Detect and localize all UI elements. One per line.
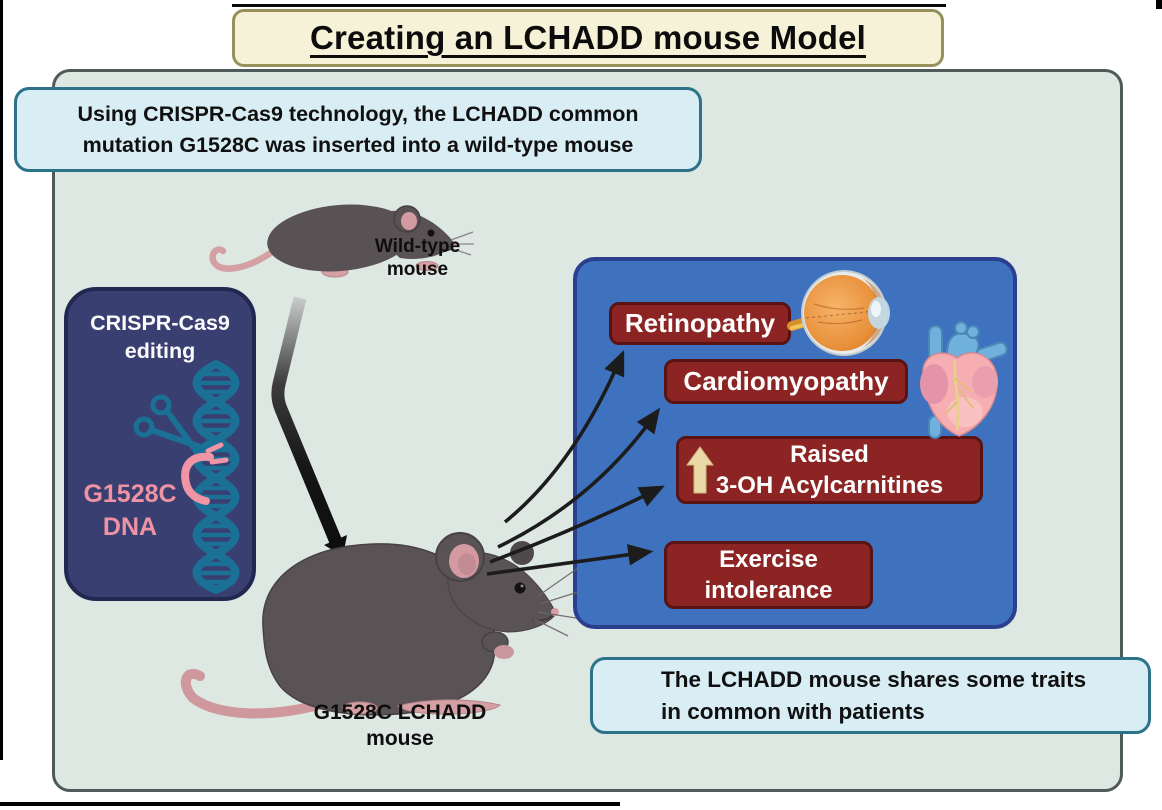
heart-icon <box>920 321 1008 439</box>
scissors-icon <box>133 394 209 462</box>
dna-mutation-label: G1528C DNA <box>83 480 177 541</box>
dna-insert-icon <box>181 442 229 505</box>
trait-box-retinopathy: Retinopathy <box>609 302 791 345</box>
wild-type-mouse-label: Wild-type mouse <box>374 236 461 280</box>
wild-type-mouse-icon <box>209 204 474 278</box>
trait-arrows-icon <box>486 350 665 576</box>
top-note-line1: Using CRISPR-Cas9 technology, the LCHADD… <box>77 101 639 126</box>
crispr-heading: CRISPR-Cas9 editing <box>90 311 230 363</box>
title-banner: Creating an LCHADD mouse Model <box>232 9 944 67</box>
dna-helix-icon <box>133 360 240 594</box>
frame-bottom-edge <box>0 802 620 806</box>
eye-icon <box>787 270 890 356</box>
frame-top-edge <box>232 4 946 7</box>
top-note: Using CRISPR-Cas9 technology, the LCHADD… <box>14 87 702 172</box>
up-arrow-icon <box>686 446 714 494</box>
trait-box-cardiomyopathy: Cardiomyopathy <box>664 359 908 404</box>
top-note-line2: mutation G1528C was inserted into a wild… <box>82 132 634 157</box>
bottom-note: The LCHADD mouse shares some traits in c… <box>590 657 1151 734</box>
page-title: Creating an LCHADD mouse Model <box>309 19 867 56</box>
bottom-note-line1: The LCHADD mouse shares some traits <box>661 667 1087 692</box>
trait-box-exercise-intolerance: Exercise intolerance <box>664 541 873 609</box>
lchadd-mouse-icon <box>180 532 579 719</box>
frame-left-edge <box>0 0 3 760</box>
bottom-note-line2: in common with patients <box>661 698 925 724</box>
frame-corner-tick <box>1156 0 1162 9</box>
lchadd-mouse-label: G1528C LCHADD mouse <box>313 701 487 751</box>
trait-box-acylcarnitines: Raised 3-OH Acylcarnitines <box>676 436 983 504</box>
